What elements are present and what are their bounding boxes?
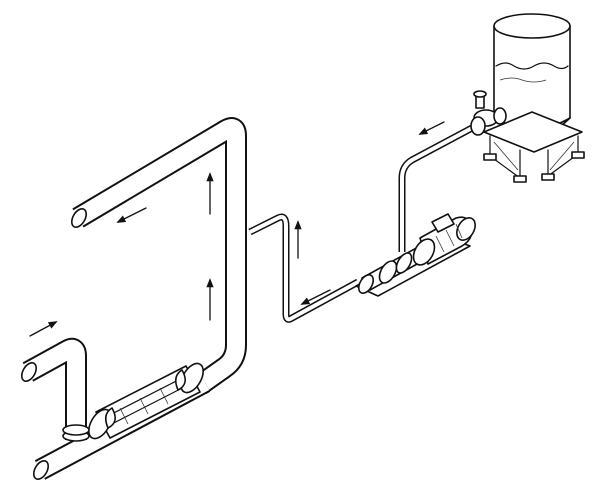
tank-outflow-arrow — [418, 121, 445, 135]
dosing-pump — [355, 213, 476, 297]
tank-outlet-valve — [470, 90, 507, 136]
flow-arrows — [29, 121, 445, 337]
static-mixer — [62, 362, 204, 442]
inlet-flow-arrow — [29, 321, 58, 337]
dosing-line — [248, 124, 474, 323]
outlet-flow-arrow — [116, 207, 147, 223]
storage-tank — [483, 13, 585, 183]
dosing-line-left-arrow — [300, 289, 331, 305]
